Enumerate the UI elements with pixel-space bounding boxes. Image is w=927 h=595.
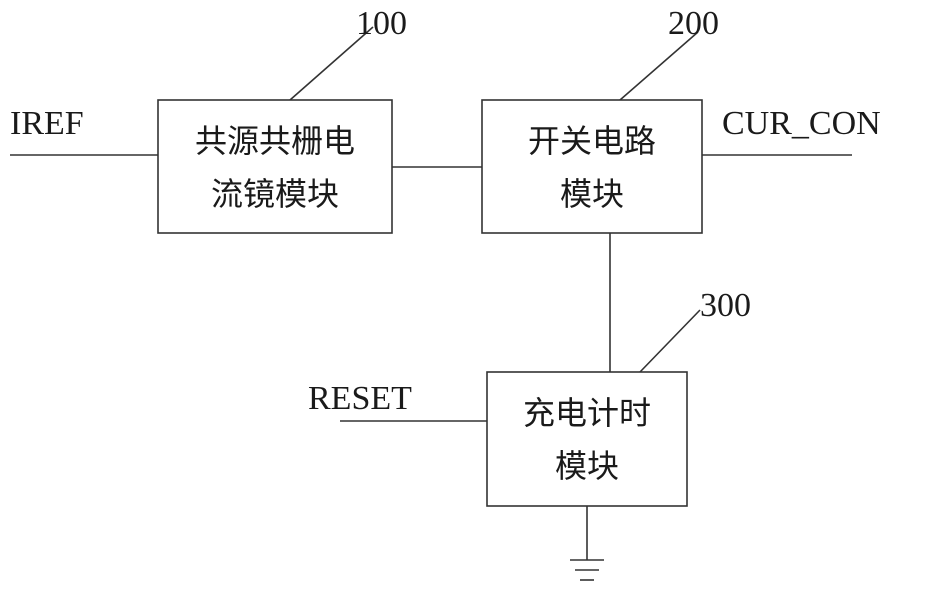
- leader-line-300: [639, 309, 701, 373]
- current-mirror-label-line2: 流镜模块: [211, 175, 339, 213]
- current-mirror-label-line1: 共源共栅电: [195, 122, 355, 160]
- ref-number-100: 100: [356, 5, 407, 42]
- ref-number-300: 300: [700, 287, 751, 324]
- signal-label-cur-con: CUR_CON: [722, 105, 881, 142]
- signal-label-iref: IREF: [10, 105, 84, 142]
- leader-line-100: [289, 26, 374, 101]
- switch-circuit-label-line1: 开关电路: [528, 122, 656, 160]
- signal-label-reset: RESET: [308, 380, 412, 417]
- charge-timer-label-line1: 充电计时: [523, 394, 651, 432]
- leader-line-200: [619, 31, 699, 101]
- charge-timer-label-line2: 模块: [555, 447, 619, 485]
- ground-symbol-icon: [570, 559, 604, 581]
- ref-number-200: 200: [668, 5, 719, 42]
- switch-circuit-label-line2: 模块: [560, 175, 624, 213]
- current-mirror-block: 共源共栅电 流镜模块: [157, 99, 393, 234]
- switch-circuit-block: 开关电路 模块: [481, 99, 703, 234]
- charge-timer-block: 充电计时 模块: [486, 371, 688, 507]
